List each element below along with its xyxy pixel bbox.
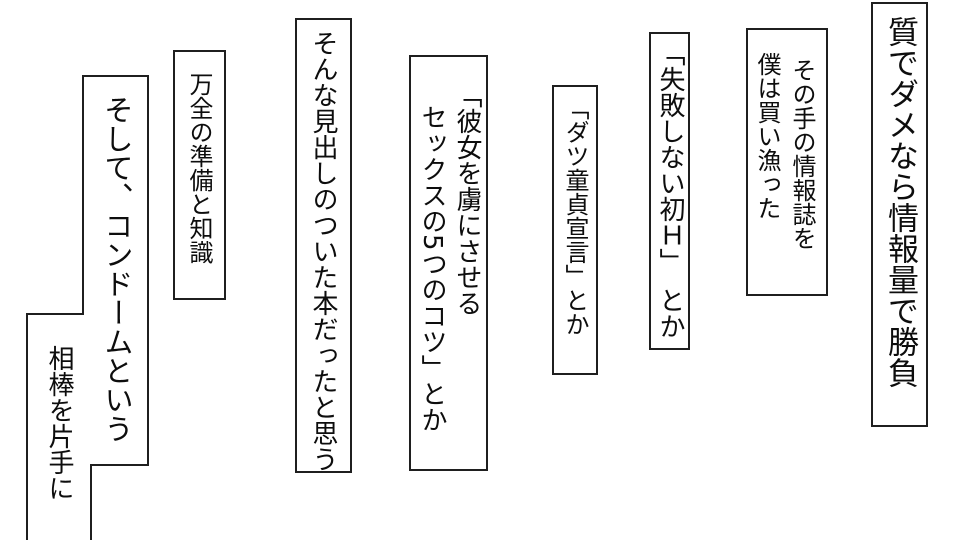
caption-1-text: 質でダメなら情報量で勝負 (882, 16, 918, 388)
caption-7-text: 万全の準備と知識 (185, 72, 213, 264)
caption-6-text: そんな見出しのついた本だったと思う (308, 30, 338, 472)
caption-5-line-2: セックスの5つのコツ」とか (417, 104, 447, 433)
caption-box-7 (173, 50, 226, 300)
caption-8-line-2: 相棒を片手に (44, 345, 74, 501)
caption-8-line-1: そして、コンドームという (100, 95, 134, 443)
caption-box-6 (295, 18, 352, 473)
caption-5-line-1: 「彼女を虜にさせる (452, 82, 482, 316)
caption-box-5 (409, 55, 488, 471)
caption-box-2 (746, 28, 828, 296)
caption-2-line-1: その手の情報誌を (788, 58, 816, 250)
caption-box-4 (552, 85, 598, 375)
caption-2-line-2: 僕は買い漁った (753, 52, 781, 220)
caption-4-text: 「ダツ童貞宣言」とか (561, 96, 589, 336)
caption-box-1 (871, 2, 928, 427)
caption-box-3 (649, 32, 690, 350)
caption-3-text: 「失敗しない初Ｈ」 とか (655, 40, 685, 339)
